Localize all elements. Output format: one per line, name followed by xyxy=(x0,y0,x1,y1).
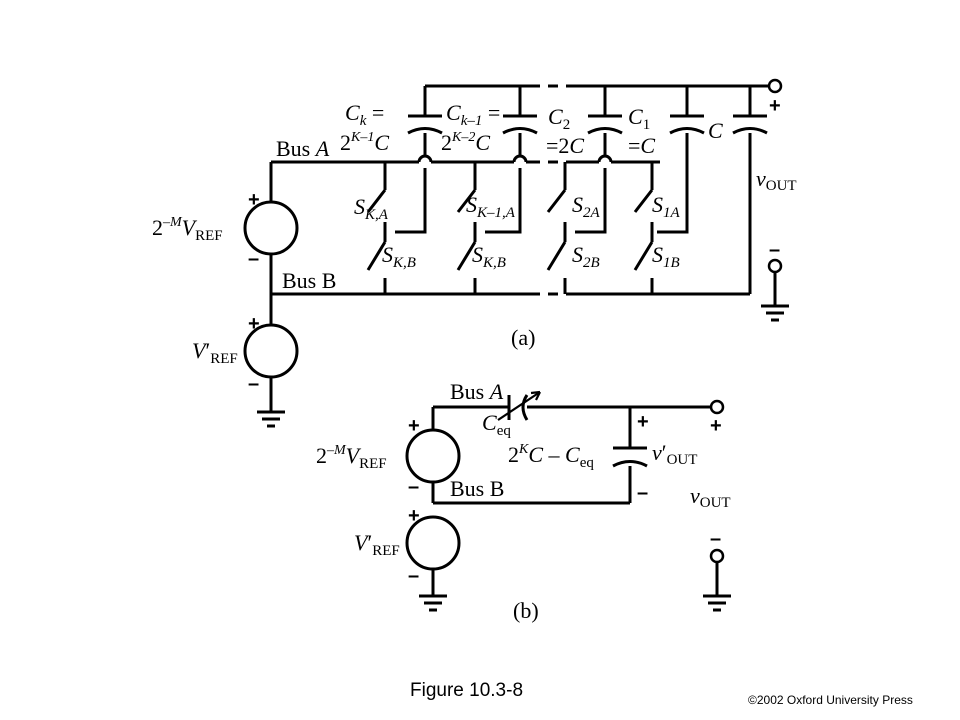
plus-sign: + xyxy=(710,415,722,437)
cap-label-c2: C2 xyxy=(548,104,570,133)
plus-sign: + xyxy=(408,415,420,437)
plus-sign: + xyxy=(769,95,781,117)
cap-label-ck: Ck = xyxy=(345,100,384,129)
output-terminal-plus-b xyxy=(709,399,725,415)
cap-label-c1: C1 xyxy=(628,104,650,133)
voltage-source-bottom-b xyxy=(405,515,461,571)
capacitor-column-wires xyxy=(423,86,752,294)
switch-label-s2a: S2A xyxy=(572,192,601,221)
source-label-top-b: 2–MVREF xyxy=(316,443,387,472)
switch-label-ska: SK,A xyxy=(354,194,389,223)
ground-symbol-b-left xyxy=(419,594,447,612)
copyright-notice: ©2002 Oxford University Press xyxy=(748,693,913,707)
ground-symbol-b-right xyxy=(703,594,731,612)
minus-sign: – xyxy=(248,373,259,395)
switch-label-skb-2: SK,B xyxy=(472,242,506,271)
bus-b-label-b: Bus B xyxy=(450,476,504,501)
minus-sign: – xyxy=(710,528,721,550)
plus-sign: + xyxy=(408,505,420,527)
minus-sign: – xyxy=(769,239,780,261)
bus-b-label: Bus B xyxy=(282,268,336,293)
voltage-source-top-b xyxy=(405,428,461,484)
voltage-source-top-a xyxy=(243,200,299,256)
figure-caption: Figure 10.3-8 xyxy=(410,680,524,701)
variable-capacitor-ceq xyxy=(497,390,541,421)
cap-label-ck-1: Ck–1 = xyxy=(446,100,500,129)
switch-label-s1a: S1A xyxy=(652,192,681,221)
circuit-b: + – + – + – + – Bus A Bus B Ceq 2KC – Ce… xyxy=(316,379,731,623)
switch-label-s1b: S1B xyxy=(652,242,680,271)
bus-a-crossovers xyxy=(417,154,613,168)
minus-sign: – xyxy=(408,565,419,587)
cap-value-ck-1: 2K–2C xyxy=(441,130,490,155)
minus-sign: – xyxy=(637,482,648,504)
capacitor-2kc-ceq xyxy=(612,446,648,468)
voltage-source-bottom-a xyxy=(243,323,299,379)
output-terminal-minus-a xyxy=(767,258,783,274)
capacitor-plates-a xyxy=(407,114,768,135)
circuit-a: + – + – + – Bus A Bus B 2–MVREF V′REF Ck… xyxy=(152,78,797,428)
output-terminal-plus-a xyxy=(767,78,783,94)
switch-label-s2b: S2B xyxy=(572,242,600,271)
output-terminal-minus-b xyxy=(709,548,725,564)
vout-label-b: vOUT xyxy=(690,483,731,511)
source-label-bottom-a: V′REF xyxy=(192,338,238,367)
cap-value-c2: =2C xyxy=(546,133,584,158)
switch-label-sk1a: SK–1,A xyxy=(466,192,516,221)
panel-label-a: (a) xyxy=(511,325,535,350)
switch-label-skb: SK,B xyxy=(382,242,416,271)
cap-value-ck: 2K–1C xyxy=(340,130,389,155)
minus-sign: – xyxy=(408,476,419,498)
plus-sign: + xyxy=(637,411,649,433)
cap-to-switch-wires xyxy=(395,152,607,234)
plus-sign: + xyxy=(248,313,260,335)
source-label-top-a: 2–MVREF xyxy=(152,215,223,244)
source-label-bottom-b: V′REF xyxy=(354,530,400,559)
cap2-label-b: 2KC – Ceq xyxy=(508,442,594,471)
vout-prime-label: v′OUT xyxy=(652,440,697,468)
cap-value-c1: =C xyxy=(628,133,655,158)
bus-a-label-b: Bus A xyxy=(450,379,504,404)
ground-symbol-a-right xyxy=(761,304,789,322)
ceq-label: Ceq xyxy=(482,410,511,439)
minus-sign: – xyxy=(248,248,259,270)
switches-a xyxy=(366,162,654,294)
plus-sign: + xyxy=(248,189,260,211)
vout-label-a: vOUT xyxy=(756,166,797,194)
ground-symbol-a-left xyxy=(257,410,285,428)
panel-label-b: (b) xyxy=(513,598,539,623)
cap-label-c: C xyxy=(708,118,723,143)
bus-a-label: Bus A xyxy=(276,136,330,161)
